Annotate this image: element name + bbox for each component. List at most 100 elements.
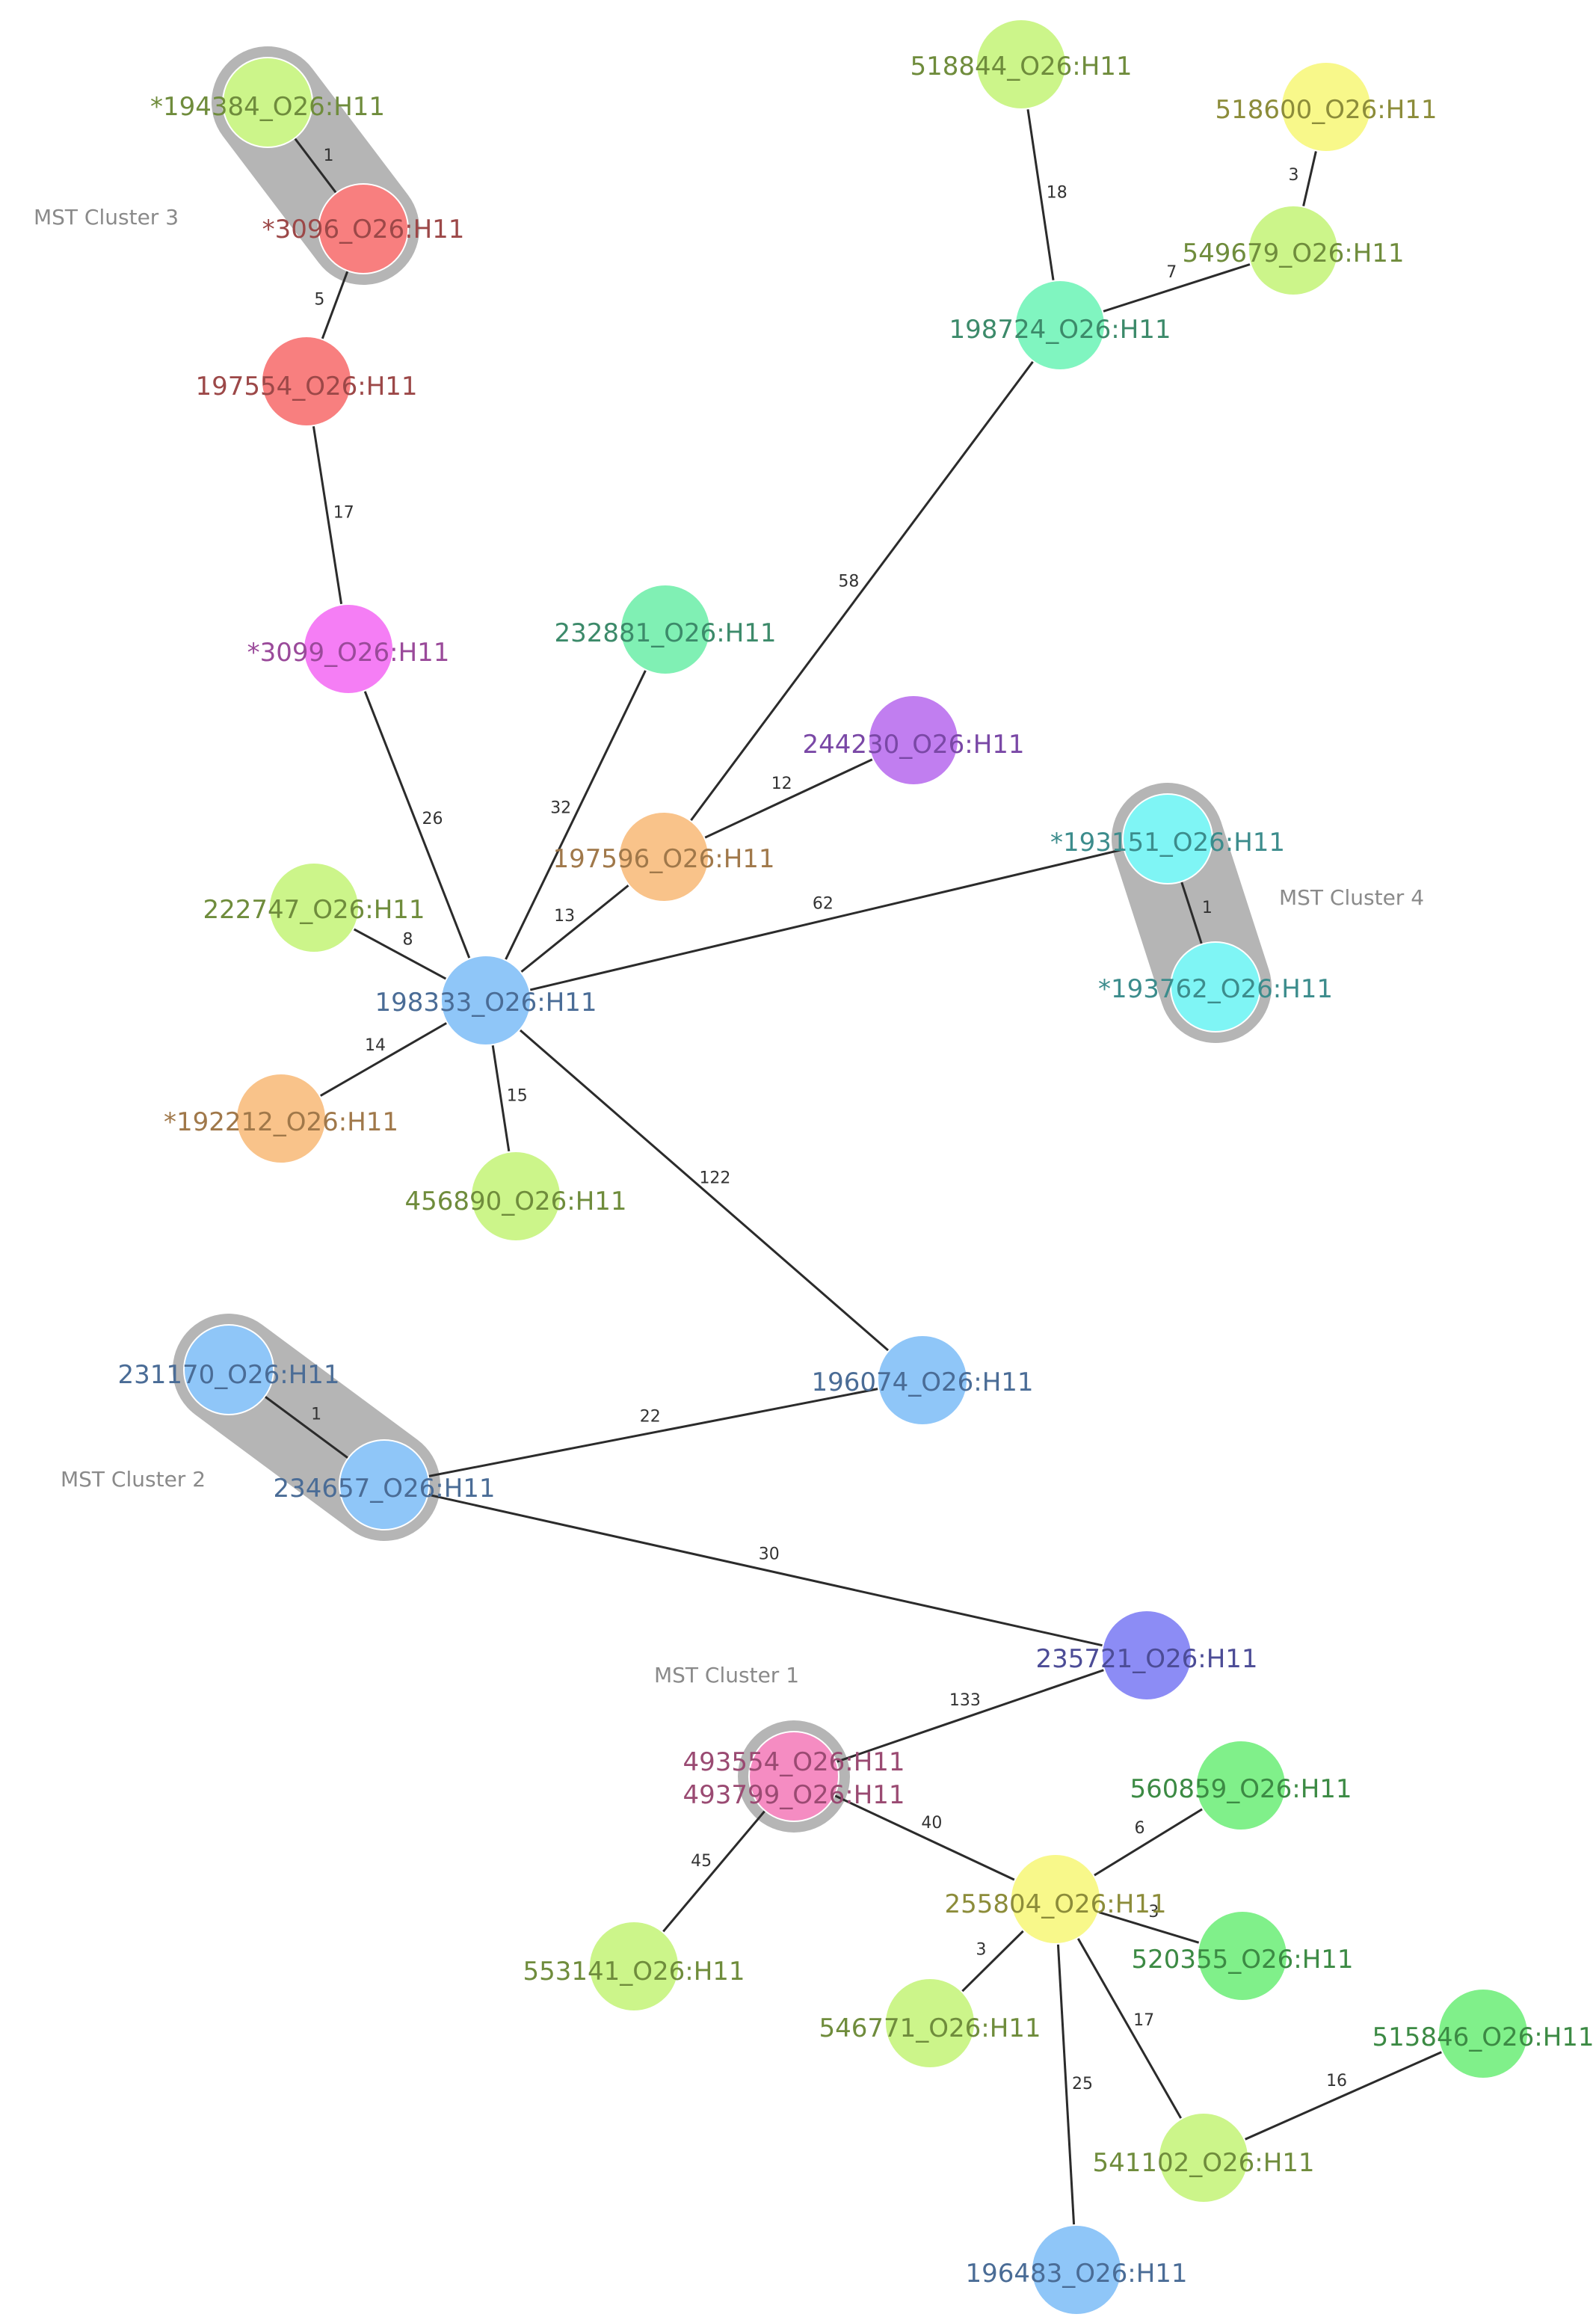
node-n194384[interactable] bbox=[222, 57, 313, 148]
node-n197596[interactable] bbox=[618, 811, 709, 902]
node-label-n493554: 493554_O26:H11 bbox=[683, 1747, 905, 1777]
node-label-n197554: 197554_O26:H11 bbox=[195, 372, 417, 401]
node-label-n553141: 553141_O26:H11 bbox=[523, 1957, 745, 1987]
node-label-n196074: 196074_O26:H11 bbox=[811, 1367, 1033, 1397]
node-n193151[interactable] bbox=[1122, 793, 1213, 884]
cluster-label-c1: MST Cluster 1 bbox=[654, 1663, 799, 1687]
cluster-labels: MST Cluster 3 MST Cluster 4 MST Cluster 2 M… bbox=[34, 205, 1424, 1687]
node-label-n255804: 255804_O26:H11 bbox=[944, 1889, 1166, 1919]
node-n518844[interactable] bbox=[976, 19, 1067, 110]
edge-weight-label: 30 bbox=[759, 1545, 780, 1564]
edge-weight-label: 3 bbox=[976, 1940, 987, 1959]
node-label-n197596: 197596_O26:H11 bbox=[552, 844, 774, 874]
edge-weight-label: 1 bbox=[324, 147, 334, 165]
node-n196074[interactable] bbox=[877, 1335, 968, 1426]
node-n197554[interactable] bbox=[261, 336, 352, 427]
node-n231170[interactable] bbox=[183, 1324, 274, 1415]
edge-weight-label: 3 bbox=[1289, 166, 1299, 185]
node-label-n244230: 244230_O26:H11 bbox=[802, 730, 1024, 760]
node-n232881[interactable] bbox=[620, 584, 711, 675]
edge-n3099-n198333 bbox=[347, 648, 487, 1001]
cluster-label-c4: MST Cluster 4 bbox=[1279, 885, 1424, 910]
node-label-n192212: *192212_O26:H11 bbox=[164, 1107, 398, 1137]
node-label-n193762: *193762_O26:H11 bbox=[1098, 974, 1333, 1004]
node-n196483[interactable] bbox=[1031, 2224, 1122, 2316]
edge-weight-label: 6 bbox=[1135, 1819, 1145, 1838]
node-n222747[interactable] bbox=[268, 862, 360, 953]
edge-weight-label: 5 bbox=[314, 290, 324, 309]
node-label-n546771: 546771_O26:H11 bbox=[819, 2013, 1041, 2043]
edge-n193151-n198333 bbox=[485, 837, 1168, 1002]
edge-weight-label: 25 bbox=[1072, 2075, 1093, 2093]
edge-n235721-n493554 bbox=[793, 1654, 1147, 1778]
edge-n234657-n196074 bbox=[383, 1379, 923, 1486]
edge-weight-label: 40 bbox=[921, 1814, 942, 1833]
node-n198333[interactable] bbox=[440, 955, 532, 1046]
edge-weight-label: 122 bbox=[699, 1169, 730, 1187]
edge-n244230-n197596 bbox=[663, 739, 914, 858]
node-n192212[interactable] bbox=[235, 1073, 327, 1164]
edge-weight-label: 1 bbox=[311, 1405, 321, 1424]
edge-n198333-n196074 bbox=[485, 999, 923, 1382]
nodes bbox=[183, 19, 1529, 2316]
node-n244230[interactable] bbox=[868, 695, 959, 786]
edge-weight-label: 1 bbox=[1202, 899, 1213, 917]
node-n493554[interactable] bbox=[748, 1731, 839, 1822]
node-labels: *194384_O26:H11*3096_O26:H11197554_O26:H… bbox=[117, 52, 1594, 2289]
edge-weight-label: 17 bbox=[333, 504, 354, 523]
node-n553141[interactable] bbox=[588, 1921, 680, 2012]
node-n198724[interactable] bbox=[1014, 280, 1106, 371]
node-label-n231170: 231170_O26:H11 bbox=[117, 1360, 339, 1390]
node-label-n198724: 198724_O26:H11 bbox=[949, 315, 1171, 345]
node-n520355[interactable] bbox=[1197, 1910, 1288, 2001]
node-label-n560859: 560859_O26:H11 bbox=[1130, 1774, 1352, 1804]
node-label-n518600: 518600_O26:H11 bbox=[1215, 95, 1437, 125]
edge-n255804-n541102 bbox=[1054, 1898, 1205, 2159]
node-label-n196483: 196483_O26:H11 bbox=[965, 2259, 1187, 2289]
edge-n493554-n255804 bbox=[793, 1775, 1056, 1901]
node-label-n549679: 549679_O26:H11 bbox=[1182, 239, 1404, 268]
edge-weight-label: 58 bbox=[838, 572, 859, 591]
cluster-label-c3: MST Cluster 3 bbox=[34, 205, 179, 230]
node-label-n520355: 520355_O26:H11 bbox=[1131, 1945, 1353, 1975]
node-n3099[interactable] bbox=[303, 603, 394, 695]
edge-weight-label: 32 bbox=[550, 799, 571, 817]
node-n515846[interactable] bbox=[1438, 1988, 1529, 2079]
edge-weight-label: 3 bbox=[1148, 1903, 1159, 1921]
edge-weight-label: 18 bbox=[1047, 183, 1067, 202]
edge-weight-label: 12 bbox=[771, 775, 792, 793]
edge-weight-label: 45 bbox=[691, 1852, 712, 1871]
node-n546771[interactable] bbox=[884, 1978, 976, 2069]
node-label-n518844: 518844_O26:H11 bbox=[910, 52, 1132, 81]
node-label-n3099: *3099_O26:H11 bbox=[247, 638, 450, 668]
node-label-secondary-n493554: 493799_O26:H11 bbox=[683, 1780, 905, 1810]
node-n255804[interactable] bbox=[1010, 1853, 1101, 1945]
cluster-label-c2: MST Cluster 2 bbox=[61, 1467, 206, 1492]
node-label-n198333: 198333_O26:H11 bbox=[375, 988, 597, 1018]
node-label-n232881: 232881_O26:H11 bbox=[554, 618, 776, 648]
node-n541102[interactable] bbox=[1158, 2112, 1249, 2203]
edge-weight-label: 14 bbox=[365, 1036, 386, 1055]
edge-weight-label: 16 bbox=[1326, 2072, 1347, 2090]
node-n193762[interactable] bbox=[1170, 941, 1261, 1033]
node-label-n235721: 235721_O26:H11 bbox=[1035, 1644, 1257, 1674]
node-n549679[interactable] bbox=[1248, 205, 1339, 296]
edge-weight-label: 62 bbox=[813, 895, 834, 914]
edge-weight-label: 133 bbox=[949, 1691, 981, 1710]
edge-weight-label: 26 bbox=[422, 810, 443, 828]
node-n456890[interactable] bbox=[470, 1151, 561, 1242]
node-n234657[interactable] bbox=[339, 1439, 430, 1530]
node-n518600[interactable] bbox=[1281, 61, 1372, 153]
node-n3096[interactable] bbox=[318, 183, 409, 274]
node-label-n515846: 515846_O26:H11 bbox=[1372, 2022, 1594, 2052]
node-label-n222747: 222747_O26:H11 bbox=[203, 895, 425, 925]
node-n560859[interactable] bbox=[1195, 1740, 1287, 1831]
node-label-n194384: *194384_O26:H11 bbox=[150, 92, 385, 122]
edge-weight-label: 22 bbox=[640, 1407, 661, 1426]
edge-weight-label: 15 bbox=[507, 1087, 528, 1106]
node-n235721[interactable] bbox=[1101, 1610, 1192, 1701]
node-label-n234657: 234657_O26:H11 bbox=[273, 1474, 495, 1504]
edge-n232881-n198333 bbox=[484, 629, 667, 1001]
